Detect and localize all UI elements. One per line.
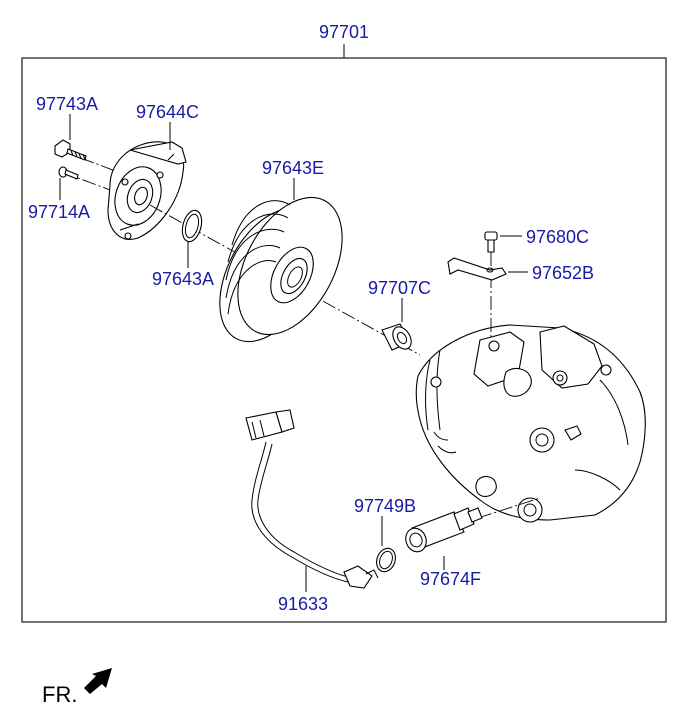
compressor-body-drawing[interactable] <box>415 324 646 523</box>
wiring-harness-drawing[interactable] <box>245 409 379 589</box>
bolt-97680c-drawing[interactable] <box>484 231 498 340</box>
part-label-97749b[interactable]: 97749B <box>354 496 416 516</box>
front-arrow-icon <box>84 668 112 694</box>
part-label-97643a[interactable]: 97643A <box>152 269 214 289</box>
part-label-97707c[interactable]: 97707C <box>368 278 431 298</box>
bracket-97652b-drawing[interactable] <box>447 257 507 281</box>
part-label-91633[interactable]: 91633 <box>278 594 328 614</box>
part-label-97714a[interactable]: 97714A <box>28 202 90 222</box>
part-label-97674f[interactable]: 97674F <box>420 569 481 589</box>
assembly-number-97701[interactable]: 97701 <box>319 22 369 42</box>
clutch-plate-drawing[interactable] <box>107 141 187 240</box>
assembly-frame <box>21 57 667 623</box>
part-label-97680c[interactable]: 97680C <box>526 227 589 247</box>
o-ring-97749b-drawing[interactable] <box>373 546 398 575</box>
front-orientation-label: FR. <box>42 682 77 707</box>
part-label-97743a[interactable]: 97743A <box>36 94 98 114</box>
pressure-switch-drawing[interactable] <box>402 497 541 555</box>
coil-sleeve-drawing[interactable] <box>381 323 415 353</box>
part-label-97644c[interactable]: 97644C <box>136 102 199 122</box>
part-label-97652b[interactable]: 97652B <box>532 263 594 283</box>
part-label-97643e[interactable]: 97643E <box>262 158 324 178</box>
pulley-drawing[interactable] <box>199 180 363 358</box>
